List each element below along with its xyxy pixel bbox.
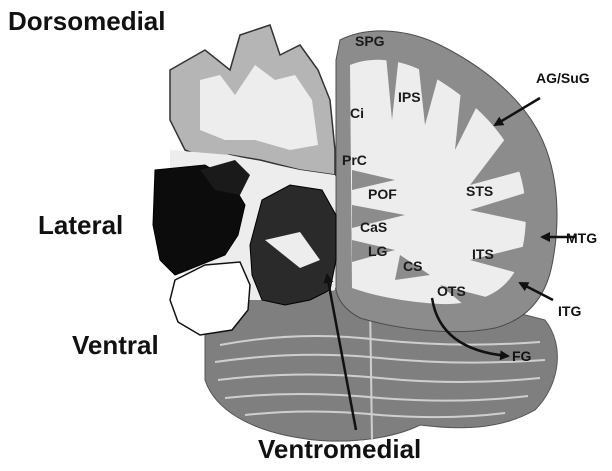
cas-label: CaS (360, 219, 387, 235)
cs-label: CS (403, 258, 422, 274)
ventromedial-region (250, 185, 336, 305)
ventromedial-label: Ventromedial (258, 434, 421, 465)
dorsomedial-label: Dorsomedial (8, 6, 166, 37)
sts-label: STS (466, 183, 493, 199)
ag-sug-label: AG/SuG (536, 70, 590, 86)
itg-label: ITG (558, 303, 581, 319)
mtg-label: MTG (566, 230, 597, 246)
lg-label: LG (368, 243, 387, 259)
fg-label: FG (512, 348, 531, 364)
ci-label: Ci (350, 105, 364, 121)
prc-label: PrC (342, 152, 367, 168)
ventral-label: Ventral (72, 330, 159, 361)
ots-label: OTS (437, 283, 466, 299)
lateral-label: Lateral (38, 210, 123, 241)
pof-label: POF (368, 186, 397, 202)
ips-label: IPS (398, 89, 421, 105)
its-label: ITS (472, 246, 494, 262)
spg-label: SPG (355, 33, 385, 49)
